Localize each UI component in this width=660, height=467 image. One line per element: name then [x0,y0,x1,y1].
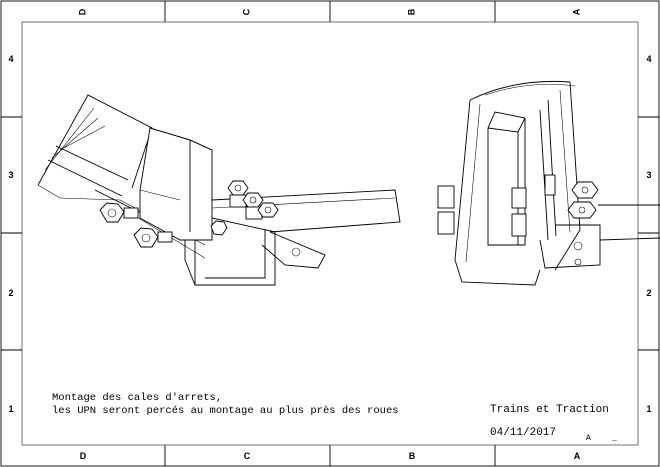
drawing-title: Trains et Traction [490,404,609,416]
hex-bolt-right-2 [511,187,527,237]
hex-nut-left [210,220,228,236]
zone-top-b: B [406,8,416,15]
row-right-4: 4 [646,54,651,64]
revision-letter: A [586,434,591,443]
hex-bolt-top-1 [227,180,249,208]
row-right-1: 1 [646,404,651,414]
row-left-1: 1 [8,404,13,414]
hex-bolt-right-3 [544,174,556,196]
zone-top-c: C [241,8,251,15]
row-left-2: 2 [8,288,13,298]
right-isometric-view [437,80,660,286]
hex-bolt-left-2 [133,227,173,248]
zone-bottom-d: D [80,451,87,461]
hex-bolt-top-3 [257,202,279,218]
right-row-ticks [638,116,659,351]
zone-bottom-b: B [409,451,416,461]
zone-bottom-c: C [244,451,251,461]
row-left-3: 3 [8,170,13,180]
bottom-zone-ticks [164,445,496,466]
assembly-note-line2: les UPN seront percés au montage au plus… [52,405,399,417]
left-row-ticks [1,116,22,351]
row-right-2: 2 [646,288,651,298]
hex-nut-right-2 [567,201,597,219]
sheet-mark: _ [611,434,617,443]
left-isometric-view [37,94,401,286]
hex-bolt-left-1 [99,202,139,223]
top-zone-ticks [164,1,496,22]
assembly-note-line1: Montage des cales d'arrets, [52,392,222,404]
row-right-3: 3 [646,170,651,180]
zone-top-a: A [571,8,581,15]
hex-nut-right-1 [571,181,599,199]
zone-bottom-a: A [574,451,581,461]
hex-bolt-right-1 [437,185,455,235]
drawing-date: 04/11/2017 [490,427,556,439]
row-left-4: 4 [8,54,13,64]
inner-frame [21,21,639,446]
zone-top-d: D [77,8,87,15]
